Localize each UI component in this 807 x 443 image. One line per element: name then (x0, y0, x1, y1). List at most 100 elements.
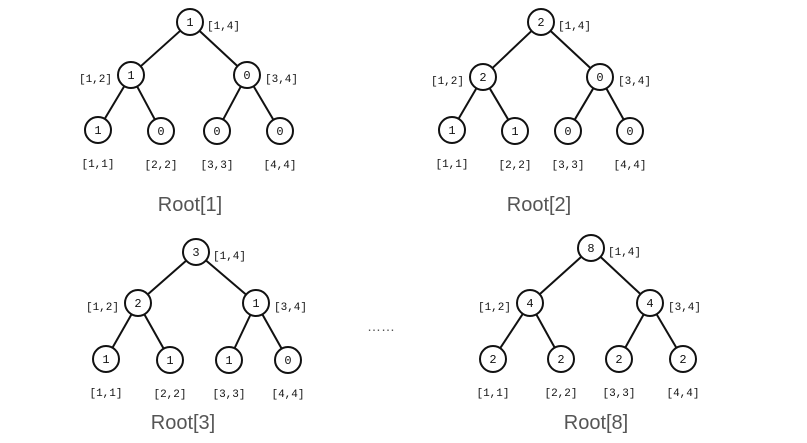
node-value: 1 (511, 125, 518, 139)
node-value: 1 (225, 354, 232, 368)
node-value: 1 (166, 354, 173, 368)
tree-edge (147, 259, 187, 296)
tree-node (479, 345, 507, 373)
tree-edge (140, 29, 181, 68)
node-range-label: [2,2] (498, 160, 531, 172)
tree-edge (261, 313, 283, 350)
tree-node (438, 116, 466, 144)
node-range-label: [1,2] (86, 302, 119, 314)
node-value: 1 (102, 353, 109, 367)
tree-edge (624, 313, 645, 349)
tree-node (577, 234, 605, 262)
tree-node (669, 345, 697, 373)
node-value: 0 (564, 125, 571, 139)
node-range-label: [1,2] (478, 302, 511, 314)
tree-caption: Root[3] (151, 412, 215, 434)
tree-caption: Root[8] (564, 412, 628, 434)
node-value: 2 (134, 297, 141, 311)
node-range-label: [3,4] (265, 74, 298, 86)
node-value: 3 (192, 246, 199, 260)
tree-node (516, 289, 544, 317)
tree-node (616, 117, 644, 145)
tree-node (636, 289, 664, 317)
tree-edge (488, 87, 510, 121)
tree-node (266, 117, 294, 145)
node-value: 2 (557, 353, 564, 367)
ellipsis: …… (367, 318, 395, 334)
tree-edge (605, 87, 625, 121)
node-range-label: [1,1] (81, 159, 114, 171)
tree-node (176, 8, 204, 36)
tree-node (605, 345, 633, 373)
segment-tree-1: 1[1,4]1[1,2]0[3,4]1[1,1]0[2,2]0[3,3]0[4,… (79, 8, 298, 216)
tree-caption: Root[2] (507, 194, 571, 216)
tree-node (182, 238, 210, 266)
node-value: 1 (94, 124, 101, 138)
node-value: 1 (448, 124, 455, 138)
tree-edge (198, 30, 239, 67)
node-range-label: [1,2] (431, 76, 464, 88)
tree-edge (111, 313, 133, 349)
node-value: 0 (596, 71, 603, 85)
node-range-label: [3,3] (602, 388, 635, 400)
tree-edge (233, 314, 252, 349)
tree-node (147, 117, 175, 145)
node-range-label: [2,2] (544, 388, 577, 400)
node-range-label: [4,4] (666, 388, 699, 400)
tree-node (554, 117, 582, 145)
node-range-label: [1,1] (435, 159, 468, 171)
node-value: 8 (587, 242, 594, 256)
segment-tree-3: 3[1,4]2[1,2]1[3,4]1[1,1]1[2,2]1[3,3]0[4,… (86, 238, 307, 434)
tree-edge (222, 85, 242, 121)
tree-edge (491, 30, 533, 69)
node-range-label: [1,2] (79, 74, 112, 86)
tree-node (242, 289, 270, 317)
node-range-label: [4,4] (613, 160, 646, 172)
tree-node (84, 116, 112, 144)
tree-node (117, 61, 145, 89)
tree-node (527, 8, 555, 36)
node-range-label: [4,4] (271, 389, 304, 401)
node-range-label: [2,2] (153, 389, 186, 401)
node-value: 2 (479, 71, 486, 85)
node-value: 0 (276, 125, 283, 139)
tree-edge (457, 87, 478, 120)
tree-edge (103, 85, 126, 120)
node-range-label: [3,4] (618, 76, 651, 88)
tree-node (501, 117, 529, 145)
tree-edge (538, 255, 583, 296)
node-range-label: [3,4] (668, 302, 701, 314)
tree-node (203, 117, 231, 145)
tree-edge (143, 313, 165, 350)
segment-tree-4: 8[1,4]4[1,2]4[3,4]2[1,1]2[2,2]2[3,3]2[4,… (476, 234, 701, 434)
tree-edge (549, 30, 592, 69)
node-range-label: [1,4] (207, 21, 240, 33)
tree-edge (573, 87, 595, 121)
node-value: 0 (284, 354, 291, 368)
node-value: 2 (679, 353, 686, 367)
node-range-label: [1,4] (213, 251, 246, 263)
node-range-label: [2,2] (144, 160, 177, 172)
node-value: 2 (489, 353, 496, 367)
tree-edge (655, 313, 678, 349)
tree-edge (599, 256, 642, 295)
tree-node (124, 289, 152, 317)
tree-node (547, 345, 575, 373)
node-value: 0 (626, 125, 633, 139)
tree-node (586, 63, 614, 91)
tree-edge (252, 85, 275, 121)
tree-node (156, 346, 184, 374)
tree-node (233, 61, 261, 89)
tree-edge (205, 259, 247, 296)
tree-node (469, 63, 497, 91)
tree-edge (535, 313, 556, 349)
tree-edge (499, 313, 524, 349)
tree-node (274, 346, 302, 374)
node-range-label: [3,4] (274, 302, 307, 314)
node-range-label: [3,3] (551, 160, 584, 172)
node-range-label: [3,3] (212, 389, 245, 401)
node-value: 0 (243, 69, 250, 83)
node-value: 4 (526, 297, 533, 311)
node-value: 0 (213, 125, 220, 139)
